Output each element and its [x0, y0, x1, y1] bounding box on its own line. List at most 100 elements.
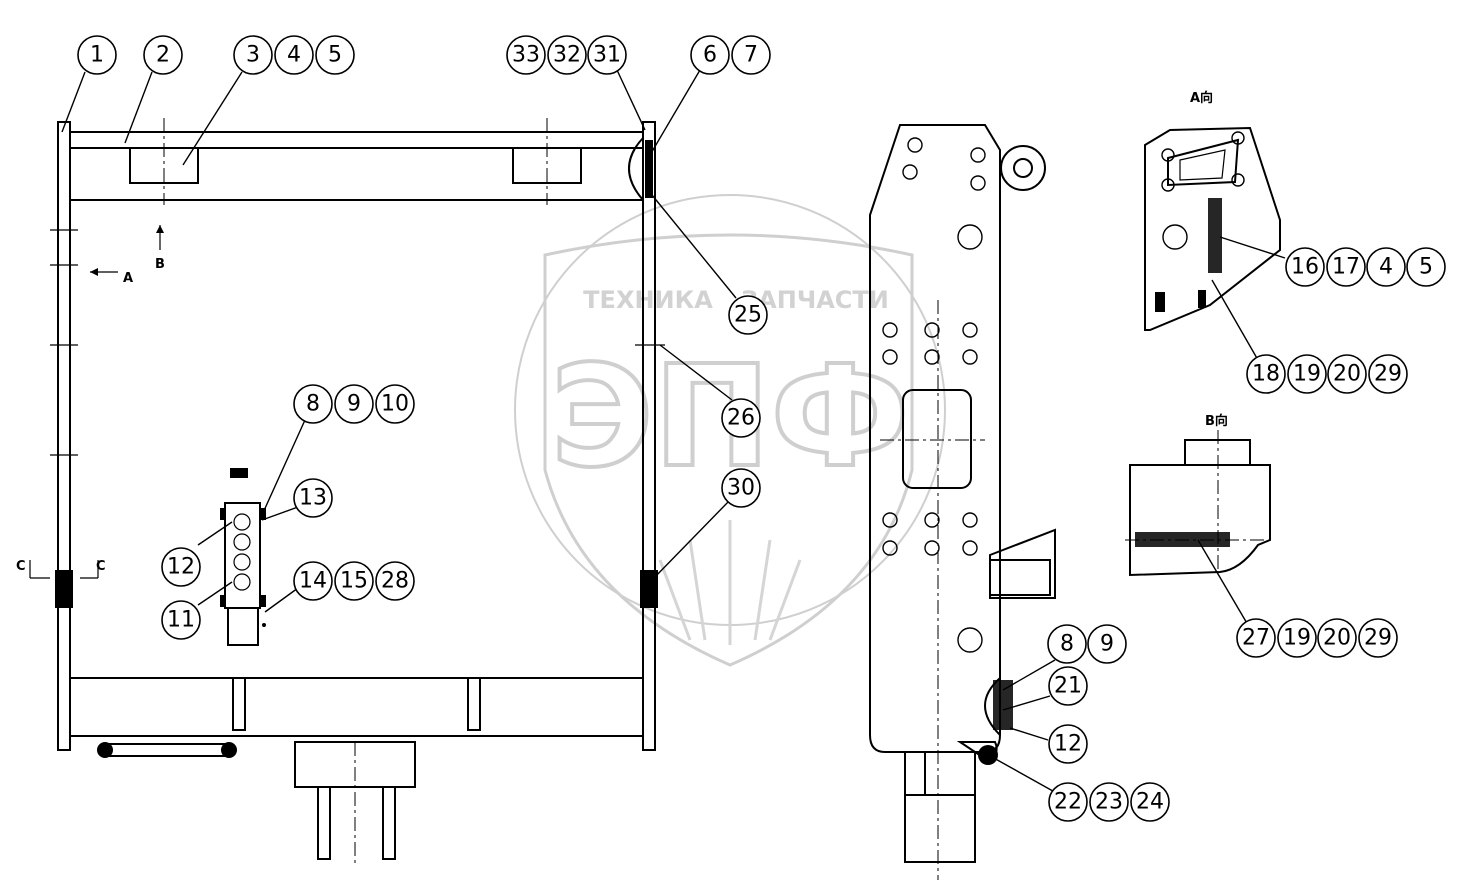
view-b-detail: B向 [1125, 413, 1271, 577]
callout-30: 30 [721, 468, 761, 508]
callout-6: 6 [690, 35, 730, 75]
svg-text:12: 12 [1054, 732, 1082, 757]
view-a-title: A向 [1190, 90, 1213, 106]
watermark-left-text: ТЕХНИКА [583, 286, 713, 314]
callout-20-view-b: 20 [1317, 618, 1357, 658]
callout-33: 33 [506, 35, 546, 75]
callout-24: 24 [1130, 782, 1170, 822]
svg-text:17: 17 [1332, 255, 1360, 280]
svg-text:31: 31 [593, 43, 621, 68]
view-b-arrow-label: B [155, 257, 165, 272]
callout-8: 8 [293, 384, 333, 424]
callout-28: 28 [375, 561, 415, 601]
callout-29-view-b: 29 [1358, 618, 1398, 658]
svg-text:5: 5 [1419, 255, 1433, 280]
view-a-detail: A向 [1144, 90, 1281, 331]
svg-text:28: 28 [381, 569, 409, 594]
svg-text:24: 24 [1136, 790, 1164, 815]
svg-text:29: 29 [1374, 362, 1402, 387]
callout-3: 3 [233, 35, 273, 75]
svg-text:27: 27 [1242, 626, 1270, 651]
callout-5-view-a: 5 [1406, 247, 1446, 287]
callout-26: 26 [721, 398, 761, 438]
svg-text:10: 10 [381, 392, 409, 417]
callout-27: 27 [1236, 618, 1276, 658]
svg-text:11: 11 [167, 608, 195, 633]
svg-text:18: 18 [1252, 362, 1280, 387]
svg-text:33: 33 [512, 43, 540, 68]
svg-text:20: 20 [1323, 626, 1351, 651]
callout-1: 1 [77, 35, 117, 75]
callout-5: 5 [315, 35, 355, 75]
callout-12-left: 12 [161, 547, 201, 587]
svg-text:3: 3 [246, 43, 260, 68]
callout-20-view-a: 20 [1327, 354, 1367, 394]
callout-9: 9 [334, 384, 374, 424]
svg-text:6: 6 [703, 43, 717, 68]
svg-text:32: 32 [553, 43, 581, 68]
right-post [642, 121, 656, 751]
callouts: 1 2 3 4 5 33 32 31 6 7 25 26 30 8 9 10 1… [77, 35, 1446, 822]
callout-10: 10 [375, 384, 415, 424]
svg-text:12: 12 [167, 555, 195, 580]
callout-11: 11 [161, 600, 201, 640]
callout-14: 14 [293, 561, 333, 601]
svg-text:5: 5 [328, 43, 342, 68]
callout-2: 2 [143, 35, 183, 75]
callout-15: 15 [334, 561, 374, 601]
callout-18: 18 [1246, 354, 1286, 394]
callout-4: 4 [274, 35, 314, 75]
callout-19-view-b: 19 [1277, 618, 1317, 658]
callout-23: 23 [1089, 782, 1129, 822]
svg-text:30: 30 [727, 476, 755, 501]
section-c-left-label: C [16, 559, 26, 574]
callout-32: 32 [547, 35, 587, 75]
callout-8-side: 8 [1047, 624, 1087, 664]
callout-31: 31 [587, 35, 627, 75]
svg-text:4: 4 [1379, 255, 1393, 280]
callout-12-side: 12 [1048, 724, 1088, 764]
svg-text:21: 21 [1054, 674, 1082, 699]
svg-text:26: 26 [727, 406, 755, 431]
svg-text:29: 29 [1364, 626, 1392, 651]
svg-text:19: 19 [1283, 626, 1311, 651]
svg-text:7: 7 [744, 43, 758, 68]
callout-17: 17 [1326, 247, 1366, 287]
svg-text:8: 8 [1060, 632, 1074, 657]
front-view: C C A B [16, 118, 665, 865]
svg-text:2: 2 [156, 43, 170, 68]
svg-text:9: 9 [347, 392, 361, 417]
svg-text:13: 13 [299, 486, 327, 511]
callout-22: 22 [1048, 782, 1088, 822]
leader-lines [61, 69, 1286, 796]
svg-text:1: 1 [90, 43, 104, 68]
side-view [869, 124, 1056, 880]
view-a-arrow-label: A [123, 271, 133, 286]
callout-25: 25 [728, 295, 768, 335]
callout-19-view-a: 19 [1287, 354, 1327, 394]
left-post [57, 121, 71, 751]
callout-29-view-a: 29 [1368, 354, 1408, 394]
svg-text:14: 14 [299, 569, 327, 594]
svg-text:16: 16 [1291, 255, 1319, 280]
svg-text:9: 9 [1100, 632, 1114, 657]
center-bracket [224, 502, 261, 609]
callout-9-side: 9 [1087, 624, 1127, 664]
svg-text:19: 19 [1293, 362, 1321, 387]
view-b-title: B向 [1205, 413, 1228, 429]
callout-4-view-a: 4 [1366, 247, 1406, 287]
callout-21: 21 [1048, 666, 1088, 706]
svg-text:23: 23 [1095, 790, 1123, 815]
callout-13: 13 [293, 478, 333, 518]
svg-text:25: 25 [734, 303, 762, 328]
callout-7: 7 [731, 35, 771, 75]
svg-text:20: 20 [1333, 362, 1361, 387]
callout-16: 16 [1285, 247, 1325, 287]
svg-text:8: 8 [306, 392, 320, 417]
svg-text:15: 15 [340, 569, 368, 594]
svg-text:4: 4 [287, 43, 301, 68]
section-c-right-label: C [96, 559, 106, 574]
svg-text:22: 22 [1054, 790, 1082, 815]
